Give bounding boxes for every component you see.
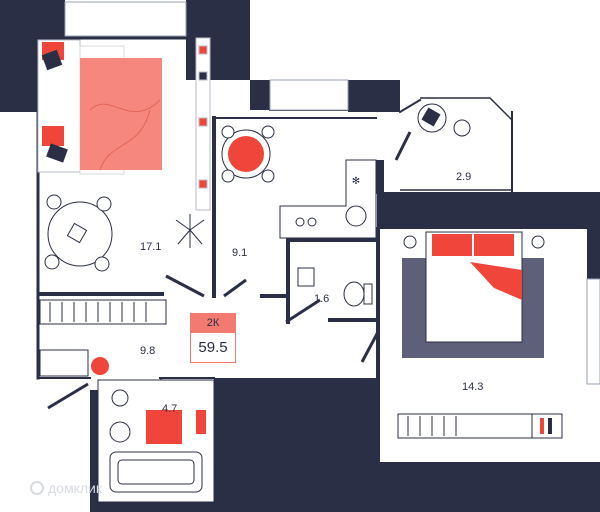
shoe-bench — [39, 349, 89, 377]
area-kitchen: 9.1 — [232, 247, 247, 259]
small-bathroom-fixtures — [297, 267, 373, 307]
balcony-outline — [400, 97, 513, 191]
area-hallway: 9.8 — [140, 345, 155, 357]
bathroom-fixtures — [97, 379, 215, 503]
area-bathroom: 4.7 — [162, 403, 177, 415]
windows — [64, 1, 600, 385]
domclick-watermark: домклик — [30, 480, 102, 496]
tv-cabinet — [195, 37, 211, 211]
kitchen-counter — [279, 159, 377, 239]
area-balcony: 2.9 — [456, 171, 471, 183]
svg-text:✻: ✻ — [352, 176, 360, 187]
kitchen-table — [221, 125, 275, 183]
area-bathroom-small: 1.6 — [314, 293, 329, 305]
balcony-furniture — [417, 103, 471, 137]
bedroom-furniture — [397, 231, 563, 439]
area-bedroom: 14.3 — [462, 381, 483, 393]
rug-icon — [91, 357, 109, 375]
hob-icon — [345, 205, 367, 227]
hallway-wardrobe — [39, 299, 167, 325]
domclick-logo-icon — [30, 481, 44, 495]
living-dining-table — [44, 194, 113, 272]
area-living: 17.1 — [140, 241, 161, 253]
apartment-total-area: 59.5 — [190, 333, 236, 363]
plant-icon — [175, 214, 205, 248]
watermark-text: домклик — [48, 480, 102, 496]
apartment-badge: 2К 59.5 — [190, 313, 236, 365]
apartment-type: 2К — [190, 313, 236, 333]
living-rug — [80, 58, 162, 170]
